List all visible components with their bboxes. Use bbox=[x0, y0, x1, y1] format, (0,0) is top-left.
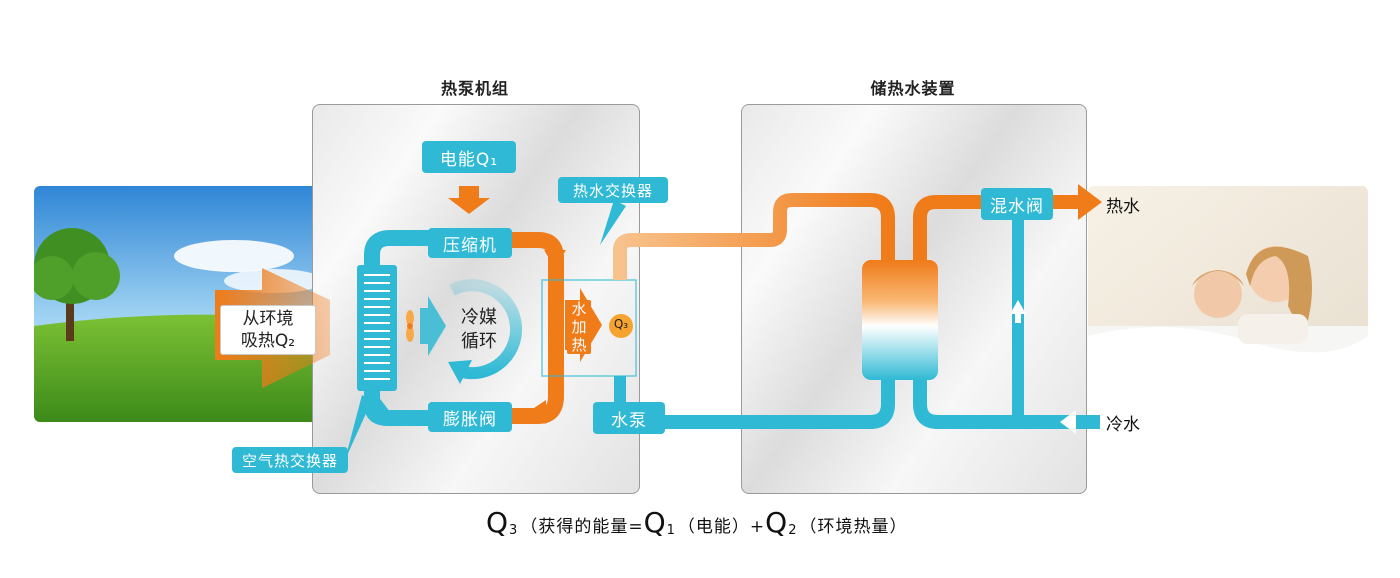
air-heat-exchanger-label: 空气热交换器 bbox=[232, 447, 348, 473]
env-heat-label: 从环境 吸热Q₂ bbox=[220, 305, 316, 355]
formula-q3-sub: 3 bbox=[509, 523, 519, 538]
q3-marker: Q₃ bbox=[613, 317, 629, 331]
cold-water-label: 冷水 bbox=[1106, 415, 1140, 435]
formula-q3: Q bbox=[486, 506, 510, 539]
formula-q2: Q bbox=[765, 506, 789, 539]
electric-energy-label: 电能Q₁ bbox=[422, 141, 516, 173]
formula-q2-sub: 2 bbox=[788, 523, 798, 538]
refrigerant-cycle-line2: 循环 bbox=[461, 331, 497, 352]
energy-formula: Q3（获得的能量=Q1（电能）+Q2（环境热量） bbox=[486, 506, 907, 539]
family-photo bbox=[1088, 186, 1368, 418]
env-heat-line1: 从环境 bbox=[242, 309, 294, 329]
formula-q1: Q bbox=[643, 506, 667, 539]
hot-water-exchanger-label: 热水交换器 bbox=[558, 177, 668, 203]
mixing-valve-label: 混水阀 bbox=[981, 188, 1053, 220]
heat-pump-unit-title: 热泵机组 bbox=[440, 79, 509, 98]
hot-water-label: 热水 bbox=[1106, 197, 1140, 217]
refrigerant-cycle-label: 冷媒 循环 bbox=[450, 306, 508, 354]
refrigerant-cycle-line1: 冷媒 bbox=[461, 307, 497, 328]
fan-icon bbox=[406, 310, 414, 342]
formula-q1-sub: 1 bbox=[666, 523, 676, 538]
env-heat-line2: 吸热Q₂ bbox=[240, 331, 296, 351]
water-heating-label: 水加热 bbox=[567, 300, 591, 354]
expansion-valve-label: 膨胀阀 bbox=[428, 402, 512, 432]
water-pump-label: 水泵 bbox=[593, 402, 665, 434]
storage-unit-title: 储热水装置 bbox=[870, 79, 956, 98]
compressor-label: 压缩机 bbox=[428, 228, 512, 258]
formula-q2-desc: （环境热量） bbox=[799, 517, 908, 537]
formula-q3-desc: （获得的能量= bbox=[520, 517, 644, 537]
formula-q1-desc: （电能）+ bbox=[677, 517, 766, 537]
